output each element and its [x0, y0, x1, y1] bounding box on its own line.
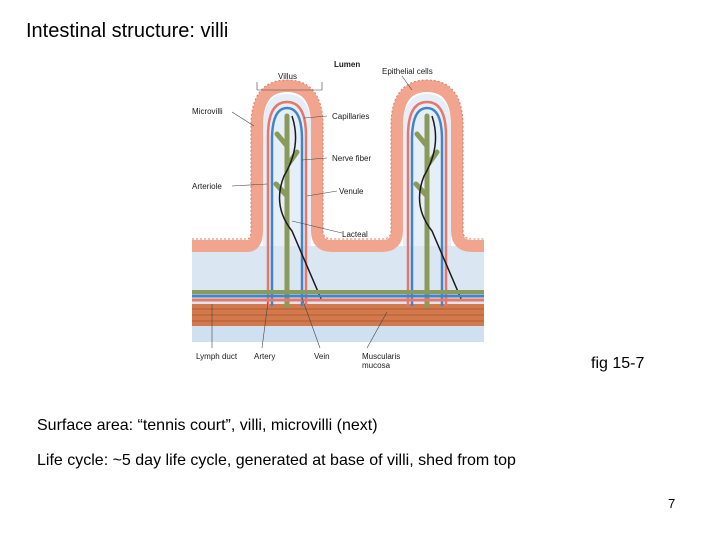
- label-muscularis-mucosa: Muscularis mucosa: [362, 352, 401, 370]
- slide-title: Intestinal structure: villi: [26, 20, 229, 42]
- body-text-surface-area: Surface area: “tennis court”, villi, mic…: [37, 417, 378, 434]
- label-vein: Vein: [314, 352, 330, 361]
- epithelium-layer: [192, 79, 484, 252]
- label-nerve-fiber: Nerve fiber: [332, 154, 372, 163]
- label-lymph-duct: Lymph duct: [196, 352, 238, 361]
- label-lacteal: Lacteal: [342, 230, 368, 239]
- lacteal-right: [413, 113, 440, 309]
- label-arteriole: Arteriole: [192, 182, 222, 191]
- leader-lines: [211, 75, 413, 349]
- nerve-fiber-right: [418, 115, 463, 302]
- label-artery: Artery: [254, 352, 276, 361]
- villi-illustration: [192, 75, 484, 349]
- arteriole-capillary-left: [266, 100, 308, 306]
- label-lumen: Lumen: [334, 60, 361, 69]
- label-venule: Venule: [339, 187, 364, 196]
- body-text-life-cycle: Life cycle: ~5 day life cycle, generated…: [37, 452, 516, 469]
- muscle-striations: [192, 308, 484, 322]
- label-epithelial-cells: Epithelial cells: [382, 67, 433, 76]
- lacteal-left: [273, 113, 300, 309]
- label-microvilli: Microvilli: [192, 107, 223, 116]
- venule-capillary-left: [270, 106, 304, 306]
- label-villus: Villus: [278, 72, 297, 81]
- arteriole-capillary-right: [406, 100, 448, 306]
- nerve-fiber-left: [278, 115, 323, 302]
- villi-diagram: Lumen Villus Epithelial cells Microvilli…: [192, 56, 484, 372]
- venule-capillary-right: [410, 106, 444, 306]
- page-number: 7: [668, 496, 676, 511]
- lower-tissue: [192, 326, 484, 342]
- figure-caption: fig 15-7: [591, 355, 645, 372]
- microvilli-border: [192, 79, 484, 240]
- label-capillaries: Capillaries: [332, 112, 370, 121]
